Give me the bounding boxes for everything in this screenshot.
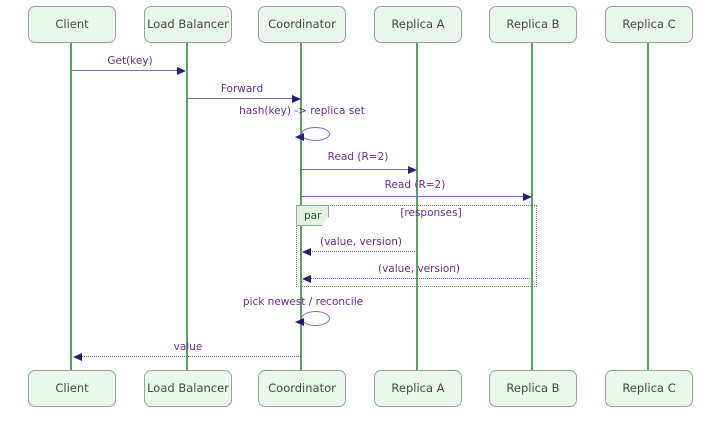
- message-line-forward: [187, 98, 292, 99]
- message-line-value-version-b: [305, 278, 532, 279]
- message-label-get-key: Get(key): [107, 55, 153, 67]
- actor-bottom-client: Client: [28, 370, 116, 407]
- self-loop-hash: [301, 127, 330, 141]
- message-line-value: [76, 356, 301, 357]
- arrowhead-left-icon: [302, 248, 311, 256]
- par-fragment-condition: [responses]: [400, 207, 462, 219]
- message-line-read-b: [301, 196, 523, 197]
- actor-bottom-load-balancer: Load Balancer: [144, 370, 232, 407]
- message-line-read-a: [301, 169, 408, 170]
- actor-top-replica-b: Replica B: [489, 6, 577, 43]
- arrowhead-left-icon: [73, 353, 82, 361]
- arrowhead-left-icon: [295, 133, 304, 141]
- message-label-value-version-a: (value, version): [319, 236, 403, 248]
- arrowhead-right-icon: [408, 166, 417, 174]
- message-label-pick-newest: pick newest / reconcile: [242, 296, 364, 308]
- actor-top-coordinator: Coordinator: [258, 6, 346, 43]
- arrowhead-left-icon: [295, 318, 304, 326]
- arrowhead-right-icon: [292, 95, 301, 103]
- actor-bottom-replica-c: Replica C: [605, 370, 693, 407]
- lifeline-replica-a: [416, 43, 418, 370]
- arrowhead-right-icon: [523, 193, 532, 201]
- lifeline-replica-c: [647, 43, 649, 370]
- message-label-read-a: Read (R=2): [327, 151, 389, 163]
- actor-top-client: Client: [28, 6, 116, 43]
- actor-top-replica-a: Replica A: [374, 6, 462, 43]
- message-line-value-version-a: [305, 251, 417, 252]
- actor-top-replica-c: Replica C: [605, 6, 693, 43]
- self-loop-reconcile: [301, 311, 330, 326]
- message-label-value: value: [173, 341, 203, 353]
- par-fragment-frame: [296, 205, 537, 287]
- lifeline-client: [70, 43, 72, 370]
- message-label-value-version-b: (value, version): [377, 263, 461, 275]
- message-line-get-key: [71, 70, 177, 71]
- message-label-read-b: Read (R=2): [384, 179, 446, 191]
- actor-bottom-coordinator: Coordinator: [258, 370, 346, 407]
- arrowhead-right-icon: [177, 67, 186, 75]
- message-label-hash: hash(key) -> replica set: [239, 105, 365, 117]
- actor-bottom-replica-b: Replica B: [489, 370, 577, 407]
- arrowhead-left-icon: [302, 275, 311, 283]
- lifeline-load-balancer: [186, 43, 188, 370]
- actor-bottom-replica-a: Replica A: [374, 370, 462, 407]
- message-label-forward: Forward: [220, 83, 264, 95]
- actor-top-load-balancer: Load Balancer: [144, 6, 232, 43]
- par-fragment-operator: par: [296, 205, 329, 226]
- lifeline-replica-b: [531, 43, 533, 370]
